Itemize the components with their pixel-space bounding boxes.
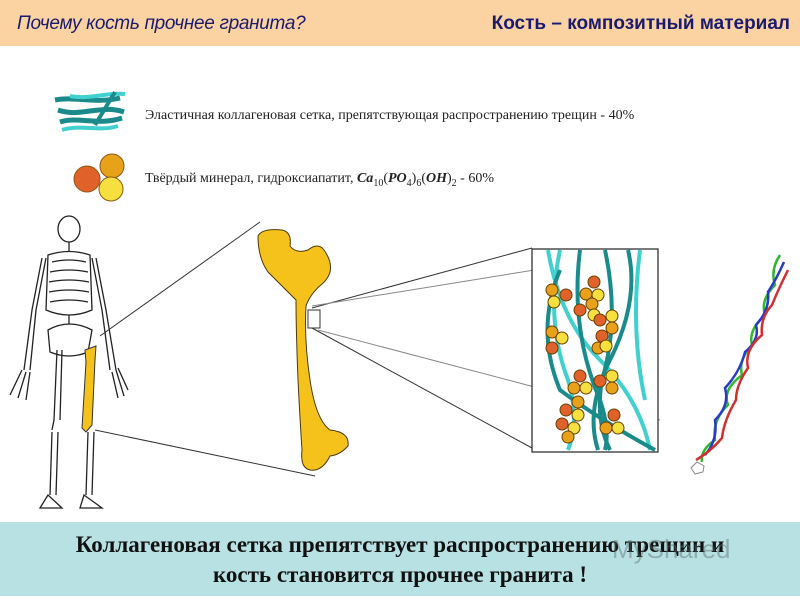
skeleton-figure <box>9 215 129 509</box>
legend-mineral-percent: - 60% <box>460 171 494 186</box>
question-title: Почему кость прочнее гранита? <box>17 13 306 34</box>
legend-mineral-text: Твёрдый минерал, гидроксиапатит, <box>145 171 354 186</box>
legend-mineral: Твёрдый минерал, гидроксиапатит, Ca10(PO… <box>145 171 494 189</box>
watermark: MyShared <box>612 534 731 564</box>
conclusion-banner: Коллагеновая сетка препятствует распрост… <box>0 522 800 596</box>
femur-enlarged <box>257 229 349 471</box>
hydroxyapatite-formula: Ca10(PO4)6(OH)2 <box>356 171 457 189</box>
mineral-crystals-icon <box>73 153 125 202</box>
legend-collagen-text: Эластичная коллагеновая сетка, препятств… <box>145 108 635 123</box>
collagen-triple-helix <box>690 254 790 475</box>
slide-title: Кость – композитный материал <box>491 13 790 34</box>
header-bar: Почему кость прочнее гранита? Кость – ко… <box>0 0 800 46</box>
legend-collagen: Эластичная коллагеновая сетка, препятств… <box>145 108 634 124</box>
zoom-marker <box>307 309 321 329</box>
composite-zoom-box <box>531 248 659 453</box>
conclusion-line-1: Коллагеновая сетка препятствует распрост… <box>75 532 725 557</box>
highlighted-femur <box>81 345 97 433</box>
collagen-fibers-icon <box>54 90 126 132</box>
conclusion-line-2: кость становится прочнее гранита ! <box>212 562 588 587</box>
